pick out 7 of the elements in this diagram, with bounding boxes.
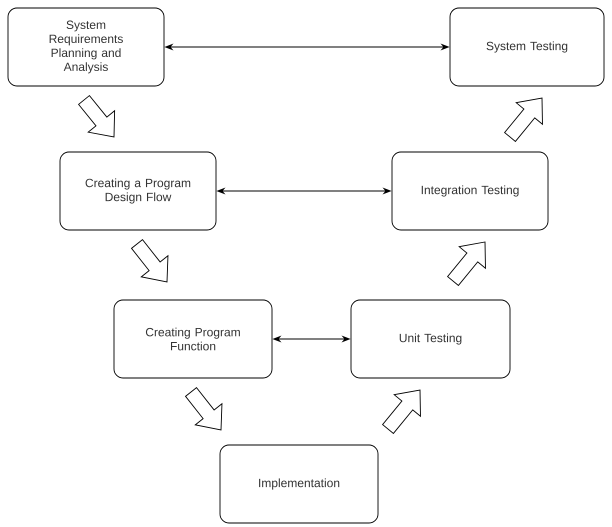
process-box: Implementation: [220, 444, 378, 524]
process-box: System Testing: [450, 8, 604, 86]
process-box: Unit Testing: [350, 300, 510, 378]
process-box: Creating a Program Design Flow: [60, 152, 216, 230]
process-box: Creating Program Function: [114, 300, 272, 378]
process-box: System Requirements Planning and Analysis: [8, 8, 164, 86]
process-box: Integration Testing: [392, 152, 548, 230]
